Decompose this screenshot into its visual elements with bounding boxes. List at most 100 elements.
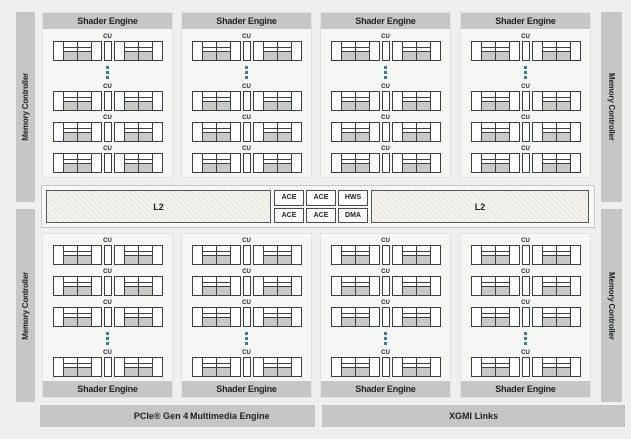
compute-unit: CU bbox=[470, 269, 581, 296]
cu-simd-block-left bbox=[52, 90, 102, 111]
cu-label: CU bbox=[242, 350, 251, 356]
cu-register-array bbox=[202, 153, 230, 172]
cu-row bbox=[52, 152, 163, 173]
memory-controller-top-right: Memory Controller bbox=[601, 12, 622, 202]
cu-cell bbox=[254, 308, 264, 326]
cu-cell bbox=[54, 308, 64, 326]
cu-register-array bbox=[402, 246, 430, 264]
cu-cell bbox=[193, 91, 203, 110]
cu-row bbox=[470, 121, 581, 142]
cu-cell bbox=[429, 358, 440, 376]
cu-row bbox=[470, 307, 581, 327]
cu-simd-block-right bbox=[113, 40, 163, 61]
cu-label: CU bbox=[103, 300, 112, 306]
cu-center-block bbox=[103, 121, 112, 142]
cu-cell bbox=[254, 277, 264, 295]
cu-cell bbox=[254, 358, 264, 376]
shader-engine-bottom-3: Shader Engine CU bbox=[320, 233, 451, 398]
cu-register-array bbox=[124, 91, 152, 110]
cu-register-array bbox=[402, 91, 430, 110]
cu-center-block bbox=[521, 152, 530, 173]
cu-row bbox=[52, 245, 163, 265]
cu-cell bbox=[569, 358, 580, 376]
cu-cell bbox=[193, 41, 203, 60]
cu-simd-block-left bbox=[470, 276, 520, 296]
cu-simd-block-left bbox=[52, 121, 102, 142]
cu-cell bbox=[193, 277, 203, 295]
cu-label: CU bbox=[242, 33, 251, 40]
cu-center-block bbox=[103, 307, 112, 327]
cu-array: CU CU bbox=[182, 29, 311, 177]
compute-unit: CU bbox=[191, 350, 302, 377]
cu-row bbox=[470, 40, 581, 61]
cu-array: CU CU bbox=[43, 29, 172, 177]
cu-cell bbox=[290, 153, 301, 172]
cu-register-array bbox=[263, 153, 291, 172]
cu-array: CU CU bbox=[321, 234, 450, 381]
cu-cell bbox=[368, 277, 379, 295]
cu-simd-block-left bbox=[470, 245, 520, 265]
cu-register-array bbox=[341, 153, 369, 172]
cu-cell bbox=[90, 358, 101, 376]
cu-register-array bbox=[402, 277, 430, 295]
cu-cell bbox=[229, 122, 240, 141]
cu-register-array bbox=[202, 41, 230, 60]
cu-simd-block-right bbox=[391, 152, 441, 173]
cu-cell bbox=[90, 91, 101, 110]
compute-unit: CU bbox=[330, 34, 441, 61]
cu-center-block bbox=[381, 357, 390, 377]
cu-register-array bbox=[63, 122, 91, 141]
cu-register-array bbox=[63, 277, 91, 295]
compute-unit: CU bbox=[191, 33, 302, 61]
cu-register-array bbox=[63, 358, 91, 376]
cu-simd-block-left bbox=[191, 90, 241, 111]
ellipsis-dots bbox=[384, 65, 387, 80]
cu-simd-block-left bbox=[52, 40, 102, 61]
cu-center-block bbox=[242, 276, 251, 296]
cu-simd-block-left bbox=[470, 307, 520, 327]
cu-center-block bbox=[103, 90, 112, 111]
cu-register-array bbox=[542, 41, 570, 60]
cu-label: CU bbox=[521, 350, 530, 356]
cu-simd-block-right bbox=[391, 90, 441, 111]
shader-engine-top-2: Shader Engine CU bbox=[181, 12, 312, 178]
compute-unit: CU bbox=[52, 238, 163, 265]
cu-cell bbox=[368, 91, 379, 110]
cu-register-array bbox=[124, 277, 152, 295]
ellipsis-dots bbox=[106, 331, 109, 346]
cu-simd-block-left bbox=[52, 245, 102, 265]
cu-cell bbox=[368, 308, 379, 326]
cu-cell bbox=[332, 41, 342, 60]
cu-cell bbox=[508, 41, 519, 60]
cu-register-array bbox=[481, 308, 509, 326]
cu-simd-block-left bbox=[191, 276, 241, 296]
cu-simd-block-left bbox=[330, 90, 380, 111]
cu-simd-block-right bbox=[391, 357, 441, 377]
cu-simd-block-right bbox=[391, 276, 441, 296]
compute-unit: CU bbox=[330, 238, 441, 265]
cu-register-array bbox=[481, 277, 509, 295]
shader-engine-footer: Shader Engine bbox=[321, 381, 450, 397]
xgmi-links-label: XGMI Links bbox=[448, 411, 498, 421]
shader-engine-footer: Shader Engine bbox=[182, 381, 311, 397]
cu-cell bbox=[533, 122, 543, 141]
cu-label: CU bbox=[381, 83, 390, 90]
cu-simd-block-right bbox=[531, 357, 581, 377]
cu-simd-block-left bbox=[470, 40, 520, 61]
cu-cell bbox=[472, 91, 482, 110]
cu-register-array bbox=[481, 246, 509, 264]
cu-row bbox=[52, 307, 163, 327]
cu-cell bbox=[508, 358, 519, 376]
cu-cell bbox=[472, 308, 482, 326]
cu-cell bbox=[393, 358, 403, 376]
cu-cell bbox=[472, 41, 482, 60]
cu-center-block bbox=[521, 357, 530, 377]
cu-cell bbox=[533, 91, 543, 110]
cu-row bbox=[191, 307, 302, 327]
cu-cell bbox=[90, 277, 101, 295]
cu-cell bbox=[569, 122, 580, 141]
io-bar-left: PCIe® Gen 4 Multimedia Engine bbox=[40, 405, 315, 427]
compute-unit: CU bbox=[330, 350, 441, 377]
cu-simd-block-right bbox=[113, 121, 163, 142]
cu-cell bbox=[229, 277, 240, 295]
